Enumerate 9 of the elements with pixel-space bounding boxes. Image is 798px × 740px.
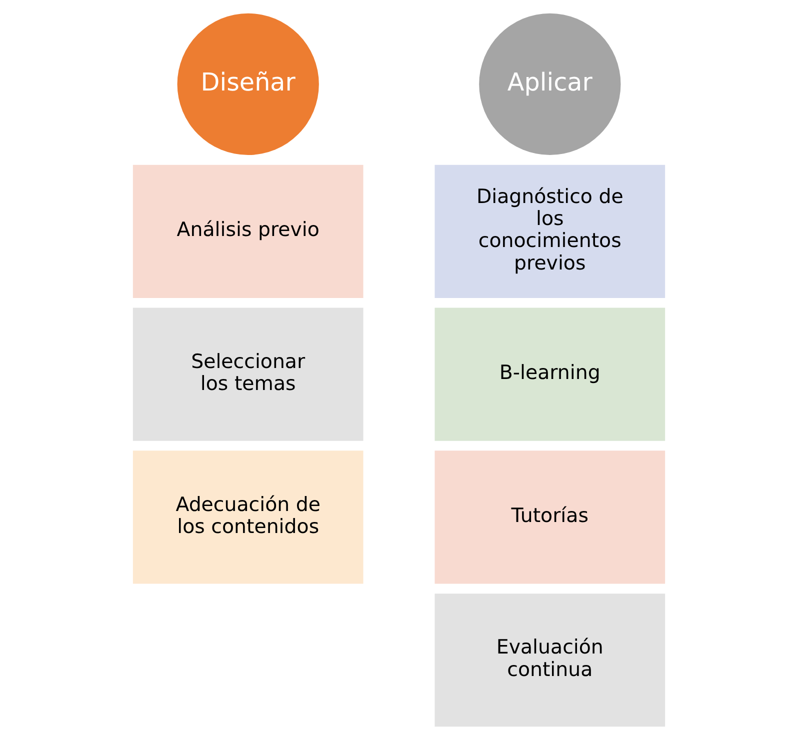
node-circle: Diseñar [177,13,319,156]
node-box: Diagnóstico de los conocimientos previos [434,164,666,298]
node-box: Evaluación continua [434,594,666,727]
node-box: Adecuación de los contenidos [132,450,364,584]
node-box: B-learning [434,308,666,441]
node-box: Tutorías [434,450,666,584]
node-box: Análisis previo [132,164,364,298]
node-box: Seleccionar los temas [132,308,364,441]
node-circle: Aplicar [479,13,621,156]
